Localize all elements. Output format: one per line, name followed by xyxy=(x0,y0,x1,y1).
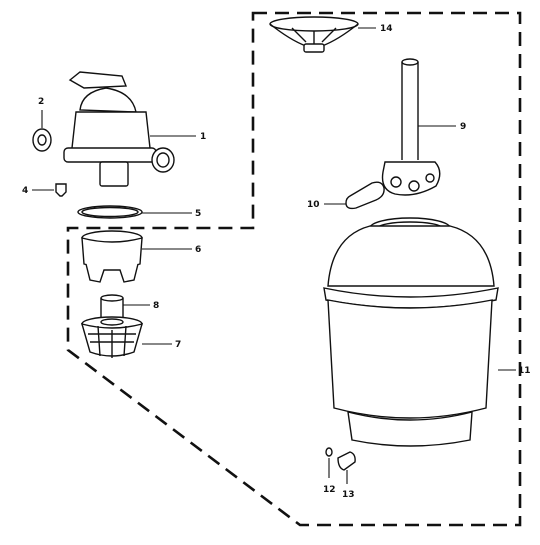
callout-label-o-ring: 5 xyxy=(195,209,201,219)
leader-lines xyxy=(32,27,516,484)
basket-part xyxy=(80,316,144,358)
callout-label-drain-cap: 13 xyxy=(342,490,355,500)
tank-part xyxy=(323,217,499,447)
plug-part xyxy=(55,183,67,197)
callout-label-pipe: 8 xyxy=(153,301,159,311)
o-ring-part xyxy=(77,205,143,219)
valve-part xyxy=(63,71,175,187)
callout-label-diffuser: 14 xyxy=(380,24,393,34)
collar-part xyxy=(81,230,143,283)
callout-label-collar: 6 xyxy=(195,245,201,255)
callout-label-standpipe: 9 xyxy=(460,122,466,132)
knob-part xyxy=(32,128,52,152)
callout-label-small-o-ring: 12 xyxy=(323,485,336,495)
standpipe-part xyxy=(381,58,441,196)
callout-label-basket: 7 xyxy=(175,340,181,350)
callout-label-valve: 1 xyxy=(200,132,206,142)
callout-label-knob: 2 xyxy=(38,97,44,107)
diffuser-part xyxy=(269,16,359,53)
callout-label-plug: 4 xyxy=(22,186,28,196)
callout-label-tank: 11 xyxy=(518,366,531,376)
small-o-ring-part xyxy=(325,447,333,457)
lateral-part xyxy=(345,181,385,210)
drain-cap-part xyxy=(337,451,356,471)
tank-group-outline xyxy=(66,11,522,527)
callout-label-lateral: 10 xyxy=(307,200,320,210)
